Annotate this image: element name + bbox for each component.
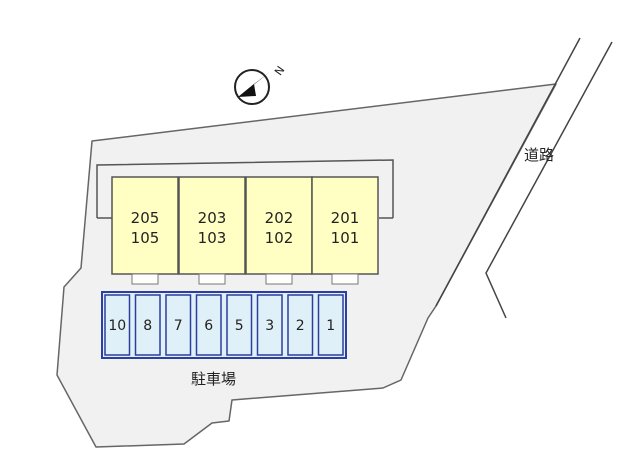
north-arrow-icon: N	[234, 64, 287, 105]
unit-rect	[178, 176, 246, 275]
unit-rect	[311, 176, 379, 275]
parking-space	[104, 294, 131, 356]
building-outline	[96, 159, 394, 218]
unit-rect	[245, 176, 313, 275]
unit-number-upper: 203	[198, 209, 227, 227]
parking-space	[134, 294, 161, 356]
unit-number-upper: 202	[265, 209, 294, 227]
road-edge-left	[435, 37, 581, 307]
unit-rect	[111, 176, 179, 275]
unit-porch	[265, 273, 293, 285]
compass-letter: N	[272, 64, 287, 78]
road-edge-right	[485, 41, 613, 319]
parking-space	[226, 294, 253, 356]
parking-space	[165, 294, 192, 356]
parking-space	[195, 294, 222, 356]
unit-number-lower: 102	[265, 229, 294, 247]
unit-porch	[331, 273, 359, 285]
parking-space-number: 3	[265, 318, 274, 334]
unit-number-lower: 103	[198, 229, 227, 247]
unit-number-lower: 105	[131, 229, 160, 247]
parking-space-number: 5	[235, 318, 244, 334]
parking-space	[317, 294, 344, 356]
parking-space	[256, 294, 283, 356]
parking-space-number: 10	[108, 318, 126, 334]
road-label: 道路	[524, 146, 554, 164]
unit-porch	[131, 273, 159, 285]
parking-label: 駐車場	[191, 370, 236, 388]
unit-porch	[198, 273, 226, 285]
parking-space-number: 2	[296, 318, 305, 334]
unit-number-upper: 201	[331, 209, 360, 227]
parking-space-number: 1	[326, 318, 335, 334]
parking-space-number: 7	[174, 318, 183, 334]
parking-space-number: 6	[204, 318, 213, 334]
unit-number-lower: 101	[331, 229, 360, 247]
unit-number-upper: 205	[131, 209, 160, 227]
parking-lot: 10 8 7 6 5 3 2 1	[101, 291, 347, 359]
parking-space-number: 8	[143, 318, 152, 334]
parking-space	[287, 294, 314, 356]
